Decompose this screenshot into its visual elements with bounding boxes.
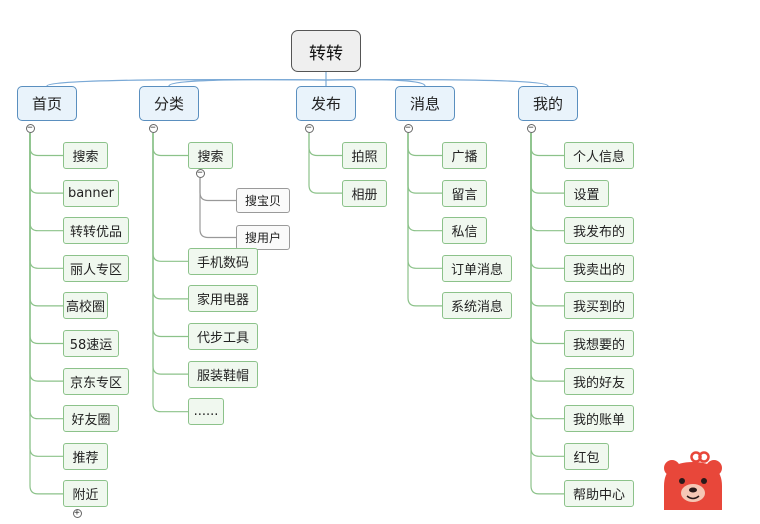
collapse-toggle-4[interactable]: − [526,122,536,133]
collapse-toggle-2[interactable]: − [304,122,314,133]
leaf-node[interactable]: 我想要的 [564,330,634,357]
leaf-node[interactable]: 我发布的 [564,217,634,245]
collapse-toggle-0[interactable]: − [25,122,35,133]
leaf-node[interactable]: ...... [188,398,224,426]
collapse-toggle-1[interactable]: − [148,122,158,133]
leaf-node[interactable]: 我的账单 [564,405,634,433]
leaf-node[interactable]: 转转优品 [63,217,129,245]
leaf-node[interactable]: 京东专区 [63,367,129,395]
leaf-node[interactable]: 私信 [442,217,487,245]
leaf-node[interactable]: 58速运 [63,330,119,357]
root-node[interactable]: 转转 [291,30,361,72]
leaf-node[interactable]: 系统消息 [442,292,512,320]
leaf-node[interactable]: 留言 [442,179,487,207]
leaf-node[interactable]: 推荐 [63,442,108,470]
leaf-node[interactable]: 家用电器 [188,285,258,313]
leaf-node[interactable]: banner [63,179,119,207]
leaf-node[interactable]: 相册 [342,179,387,207]
collapse-toggle-3[interactable]: − [403,122,413,133]
red-bear-mascot-icon [664,451,722,510]
leaf-node[interactable]: 设置 [564,179,609,207]
leaf-node[interactable]: 附近 [63,480,108,508]
collapse-toggle-search[interactable]: − [195,167,205,178]
category-mine[interactable]: 我的 [518,86,578,121]
category-publish[interactable]: 发布 [296,86,356,121]
expand-toggle-more[interactable]: + [72,507,82,518]
leaf-node[interactable]: 红包 [564,442,609,470]
leaf-node[interactable]: 订单消息 [442,254,512,282]
leaf-node[interactable]: 好友圈 [63,405,119,433]
leaf-node[interactable]: 搜索 [63,142,108,169]
leaf-node[interactable]: 我买到的 [564,292,634,320]
leaf-node[interactable]: 个人信息 [564,142,634,169]
leaf-node[interactable]: 丽人专区 [63,254,129,282]
leaf-node[interactable]: 帮助中心 [564,480,634,508]
leaf-node[interactable]: 服装鞋帽 [188,360,258,388]
leaf-node[interactable]: 代步工具 [188,323,258,350]
sub-node[interactable]: 搜宝贝 [236,188,290,213]
leaf-node[interactable]: 搜索 [188,142,233,169]
leaf-node[interactable]: 我卖出的 [564,254,634,282]
category-classify[interactable]: 分类 [139,86,199,121]
leaf-node[interactable]: 高校圈 [63,292,108,320]
leaf-node[interactable]: 我的好友 [564,367,634,395]
leaf-node[interactable]: 手机数码 [188,247,258,275]
leaf-node[interactable]: 广播 [442,142,487,169]
leaf-node[interactable]: 拍照 [342,142,387,169]
category-messages[interactable]: 消息 [395,86,455,121]
sub-node[interactable]: 搜用户 [236,225,290,250]
category-home[interactable]: 首页 [17,86,77,121]
